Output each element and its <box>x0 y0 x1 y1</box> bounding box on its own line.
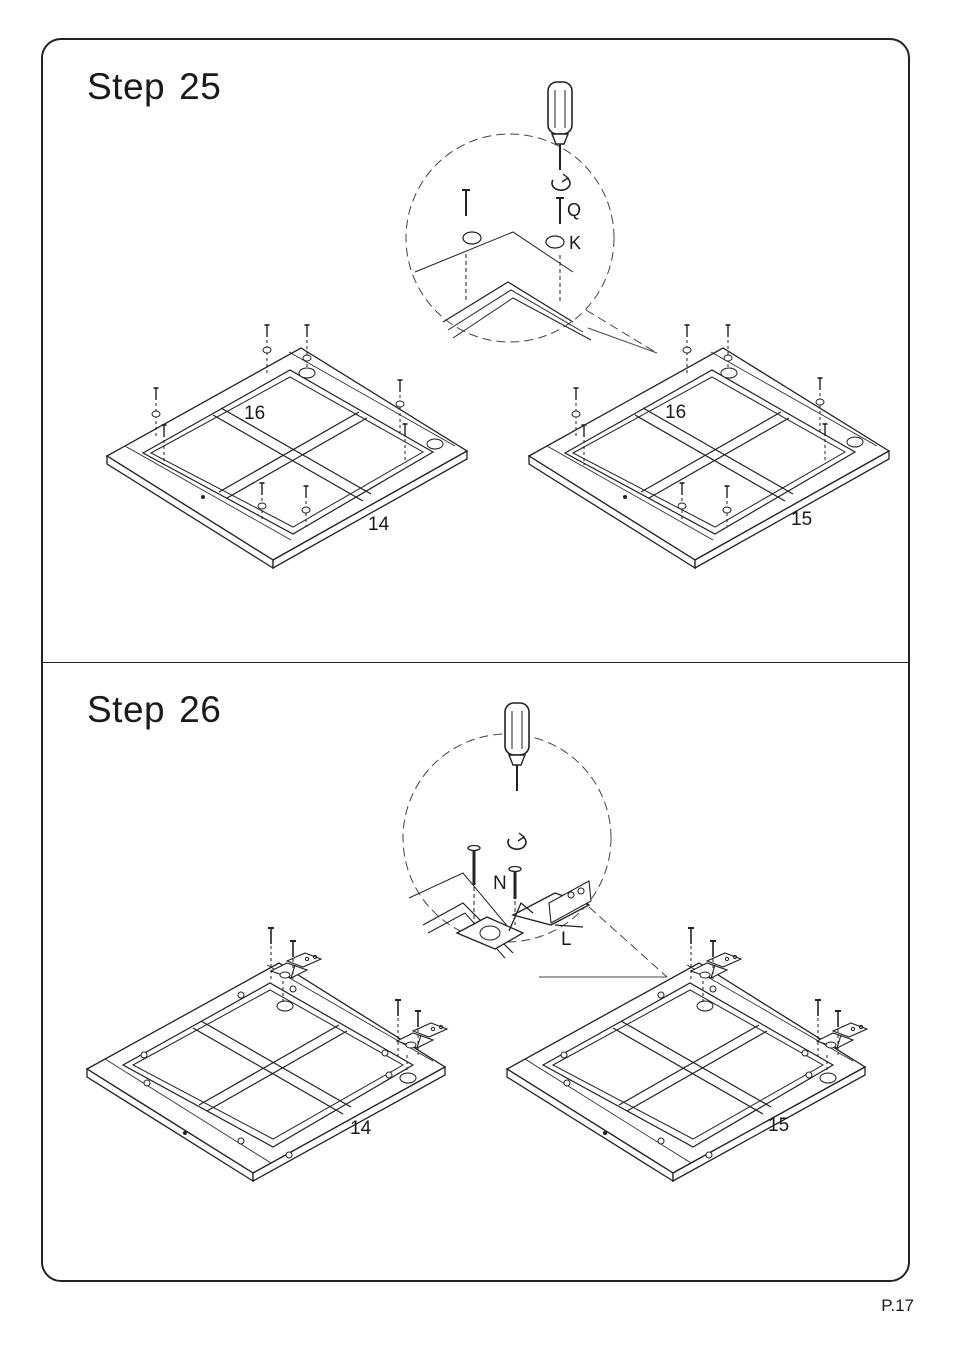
part-label-15: 15 <box>768 1115 789 1137</box>
hardware-label-k: K <box>569 233 581 254</box>
part-label-16-right: 16 <box>665 402 686 424</box>
step-25-detail-magnifier <box>406 134 657 353</box>
part-label-16-left: 16 <box>244 403 265 425</box>
panel-15-illustration <box>529 325 889 568</box>
step-26-illustration <box>43 663 910 1282</box>
panel-14-illustration <box>107 325 467 568</box>
panel-15-door-illustration <box>507 928 867 1181</box>
cam-dowel-icon <box>546 236 564 248</box>
step-26-detail-magnifier <box>403 734 667 977</box>
part-label-15: 15 <box>791 509 812 531</box>
panel-14-door-illustration <box>87 928 447 1181</box>
hardware-label-l: L <box>561 929 572 951</box>
hardware-label-q: Q <box>567 200 581 221</box>
page-number: P.17 <box>881 1296 914 1316</box>
cam-dowel-icon <box>463 232 481 244</box>
hardware-label-n: N <box>493 873 507 895</box>
step-25-illustration <box>43 40 910 662</box>
part-label-14: 14 <box>368 514 389 536</box>
part-label-14: 14 <box>350 1118 371 1140</box>
